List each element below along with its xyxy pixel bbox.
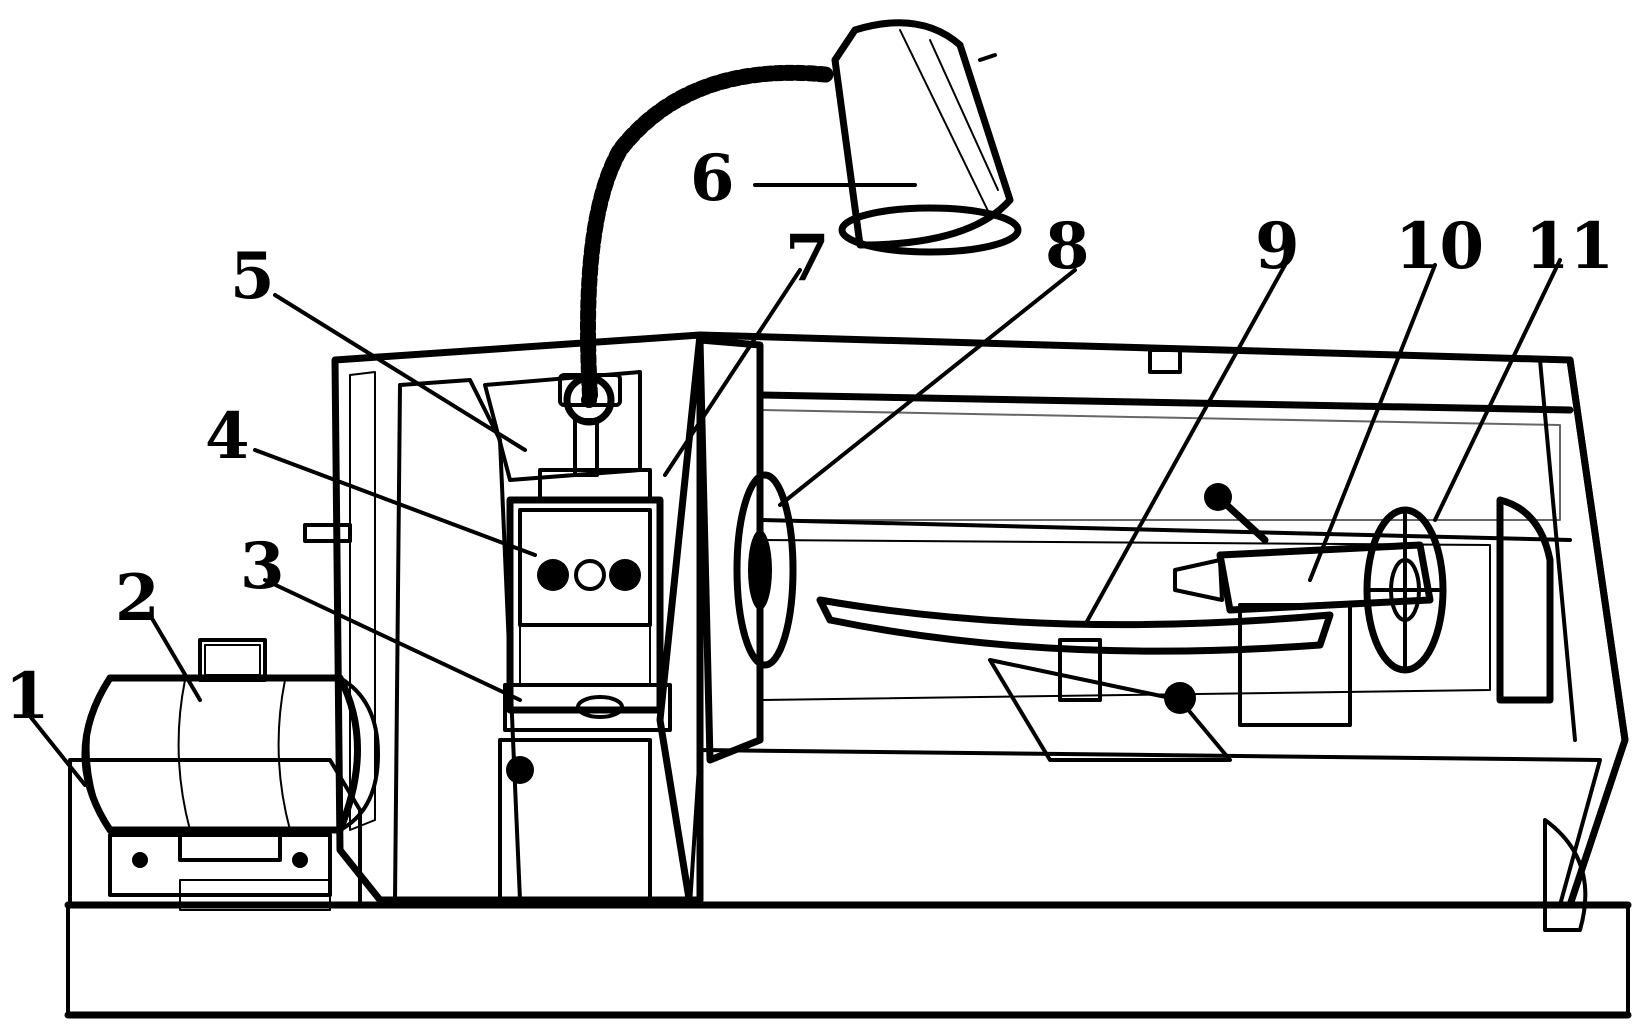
- callout-8: 8: [1045, 209, 1090, 284]
- motor-mount: [68, 758, 362, 911]
- leader-2: [148, 613, 202, 702]
- leader-11: [1433, 258, 1562, 522]
- leader-7: [663, 268, 802, 477]
- callout-9: 9: [1255, 209, 1300, 284]
- electric-motor: [81, 638, 380, 862]
- machine-bed: [656, 331, 1629, 909]
- base-board: [64, 901, 1632, 1019]
- leader-8: [778, 268, 1077, 507]
- callout-7: 7: [785, 221, 830, 296]
- leader-4: [253, 448, 537, 557]
- handwheel: [1363, 496, 1588, 932]
- leader-5: [273, 293, 527, 452]
- tailstock: [1173, 483, 1434, 727]
- callout-labels: 1 2 3 4 5 6 7 8 9 10 11: [5, 141, 1614, 734]
- callout-10: 10: [1395, 209, 1484, 284]
- callout-3: 3: [240, 529, 285, 604]
- leader-1: [23, 708, 87, 787]
- callout-2: 2: [115, 561, 160, 636]
- tool-rest: [816, 596, 1334, 762]
- leader-3: [263, 578, 522, 702]
- leader-9: [1083, 263, 1287, 627]
- callout-1: 1: [5, 659, 50, 734]
- callout-5: 5: [230, 239, 275, 314]
- spindle-disc: [733, 471, 797, 669]
- gear-housing: [303, 331, 704, 904]
- callout-6: 6: [690, 141, 735, 216]
- callout-11: 11: [1525, 209, 1614, 284]
- lamp: [558, 19, 1022, 477]
- callout-4: 4: [205, 399, 250, 474]
- leader-lines: [23, 183, 1562, 787]
- leader-10: [1308, 263, 1437, 582]
